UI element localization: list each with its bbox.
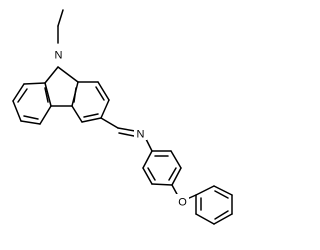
ethyl-group: [57, 9, 64, 44]
carbazole-right-benzene-ring: [71, 81, 110, 123]
carbazole-nitrogen-atom: N: [52, 47, 65, 62]
carbazole-pyrrole-ring: [44, 66, 79, 107]
imine-nitrogen-atom: N: [134, 126, 147, 141]
ether-oxygen-atom: O: [176, 194, 189, 209]
phenoxy-phenyl-ring: [195, 185, 233, 225]
molecule-canvas: N N O: [12, 9, 233, 225]
molecule-structure: N N O: [12, 9, 233, 225]
carbazole-nitrogen-label: N: [55, 50, 63, 62]
carbazole-left-benzene-ring: [12, 82, 52, 125]
ether-oxygen-label: O: [178, 197, 187, 209]
imine-nitrogen-label: N: [137, 129, 145, 141]
aniline-phenyl-ring: [142, 150, 182, 186]
